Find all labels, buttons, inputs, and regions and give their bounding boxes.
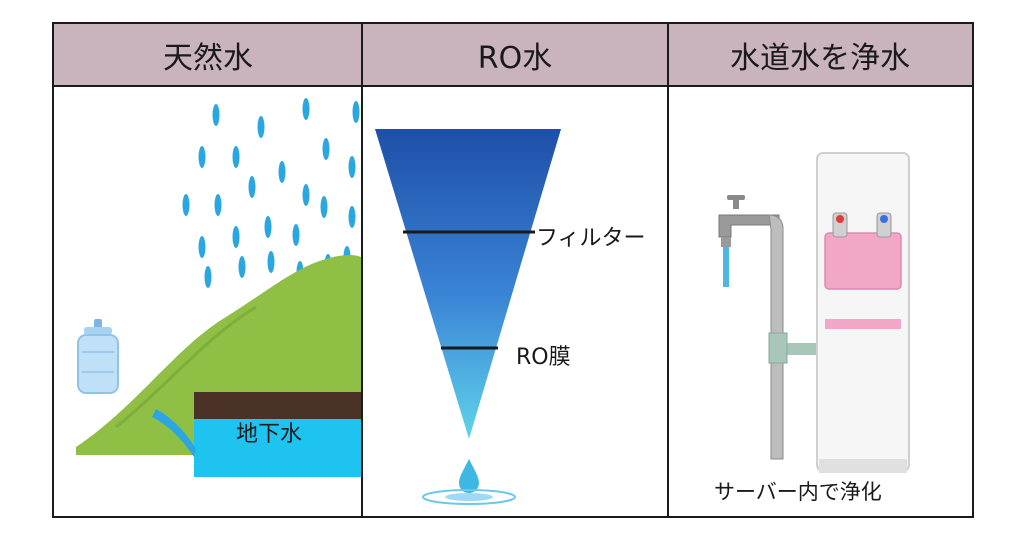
natural-water-illustration: [76, 98, 361, 477]
ro-filter-illustration: [375, 129, 561, 505]
stream: [152, 409, 196, 457]
water-bottle-icon: [77, 319, 119, 394]
filter-funnel: [375, 129, 561, 439]
groundwater-block: [194, 419, 361, 477]
column-divider-2: [667, 24, 669, 516]
groundwater-label: 地下水: [236, 422, 303, 447]
water-droplet-icon: [459, 459, 479, 493]
header-tap-water-purified: 水道水を浄水: [730, 40, 910, 76]
connector-pipe: [781, 343, 817, 355]
filter-label: フィルター: [536, 226, 646, 251]
comparison-table: 天然水 RO水 水道水を浄水: [52, 22, 974, 518]
water-server: [816, 152, 910, 473]
water-server-illustration: [718, 152, 910, 473]
faucet-icon: [718, 195, 784, 460]
header-natural-water: 天然水: [163, 40, 253, 76]
column-divider-1: [361, 24, 363, 516]
header-ro-water: RO水: [477, 40, 553, 76]
soil-layer: [194, 392, 361, 420]
server-purification-label: サーバー内で浄化: [714, 480, 882, 504]
header-row: 天然水 RO水 水道水を浄水: [54, 24, 972, 87]
ro-membrane-label: RO膜: [516, 345, 571, 370]
